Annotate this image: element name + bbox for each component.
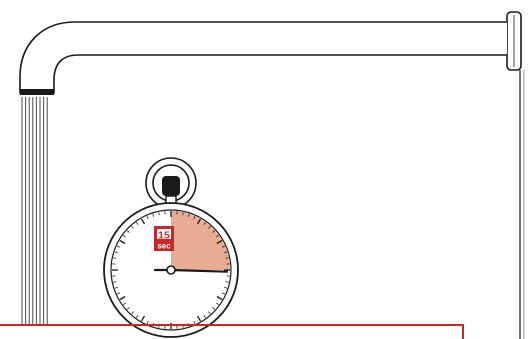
dial-tick	[216, 302, 219, 306]
dial-tick	[126, 230, 130, 233]
basin-outline	[0, 324, 464, 339]
dial-tick	[116, 292, 121, 295]
dial-tick	[182, 212, 184, 216]
water-stream	[21, 97, 48, 326]
stopwatch: 15 sec	[103, 157, 239, 338]
dial-tick	[135, 315, 139, 318]
dial-tick	[158, 212, 160, 216]
dial-tick	[196, 315, 202, 322]
duration-value: 15	[158, 230, 170, 242]
dial-tick	[146, 215, 149, 220]
dial-tick	[113, 281, 117, 283]
dial-tick	[114, 251, 118, 254]
dial-tick	[208, 311, 211, 315]
dial-tick	[119, 295, 126, 301]
dial-tick	[193, 215, 196, 220]
dial-tick	[131, 225, 134, 229]
dial-tick	[203, 222, 207, 225]
hand-pivot	[166, 265, 176, 275]
faucet-spout	[19, 21, 507, 95]
wall-mount	[506, 11, 522, 71]
duration-unit: sec	[157, 242, 171, 251]
dial-tick	[203, 315, 207, 318]
dial-tick	[196, 218, 202, 225]
dial-tick	[119, 239, 126, 245]
dial-tick	[225, 257, 229, 259]
dial-tick	[187, 213, 190, 217]
dial-tick	[212, 230, 216, 233]
dial-tick	[135, 222, 139, 225]
dial-ticks	[112, 211, 230, 329]
elapsed-sector	[171, 211, 230, 270]
dial-tick	[212, 307, 216, 310]
dial-tick	[224, 251, 228, 254]
dial-tick	[131, 311, 134, 315]
dial-tick	[224, 286, 228, 289]
wall-edge	[519, 70, 525, 339]
dial-tick	[113, 257, 117, 259]
dial-tick	[140, 315, 146, 322]
dial-tick	[221, 292, 226, 295]
dial-tick	[152, 213, 155, 217]
dial-tick	[216, 239, 223, 245]
dial-tick	[225, 281, 229, 283]
dial-tick	[221, 245, 226, 248]
dial-tick	[216, 295, 223, 301]
dial-tick	[116, 245, 121, 248]
dial-tick	[123, 302, 126, 306]
dial-tick	[216, 234, 219, 238]
dial-tick	[126, 307, 130, 310]
dial-tick	[140, 218, 146, 225]
dial-tick	[146, 320, 149, 325]
dial-tick	[208, 225, 211, 229]
stopwatch-hand	[169, 268, 229, 273]
dial-tick	[114, 286, 118, 289]
spout-nozzle	[20, 89, 54, 95]
duration-label: 15 sec	[154, 226, 174, 251]
stopwatch-crown	[162, 176, 180, 196]
dial-tick	[193, 320, 196, 325]
dial-tick	[123, 234, 126, 238]
